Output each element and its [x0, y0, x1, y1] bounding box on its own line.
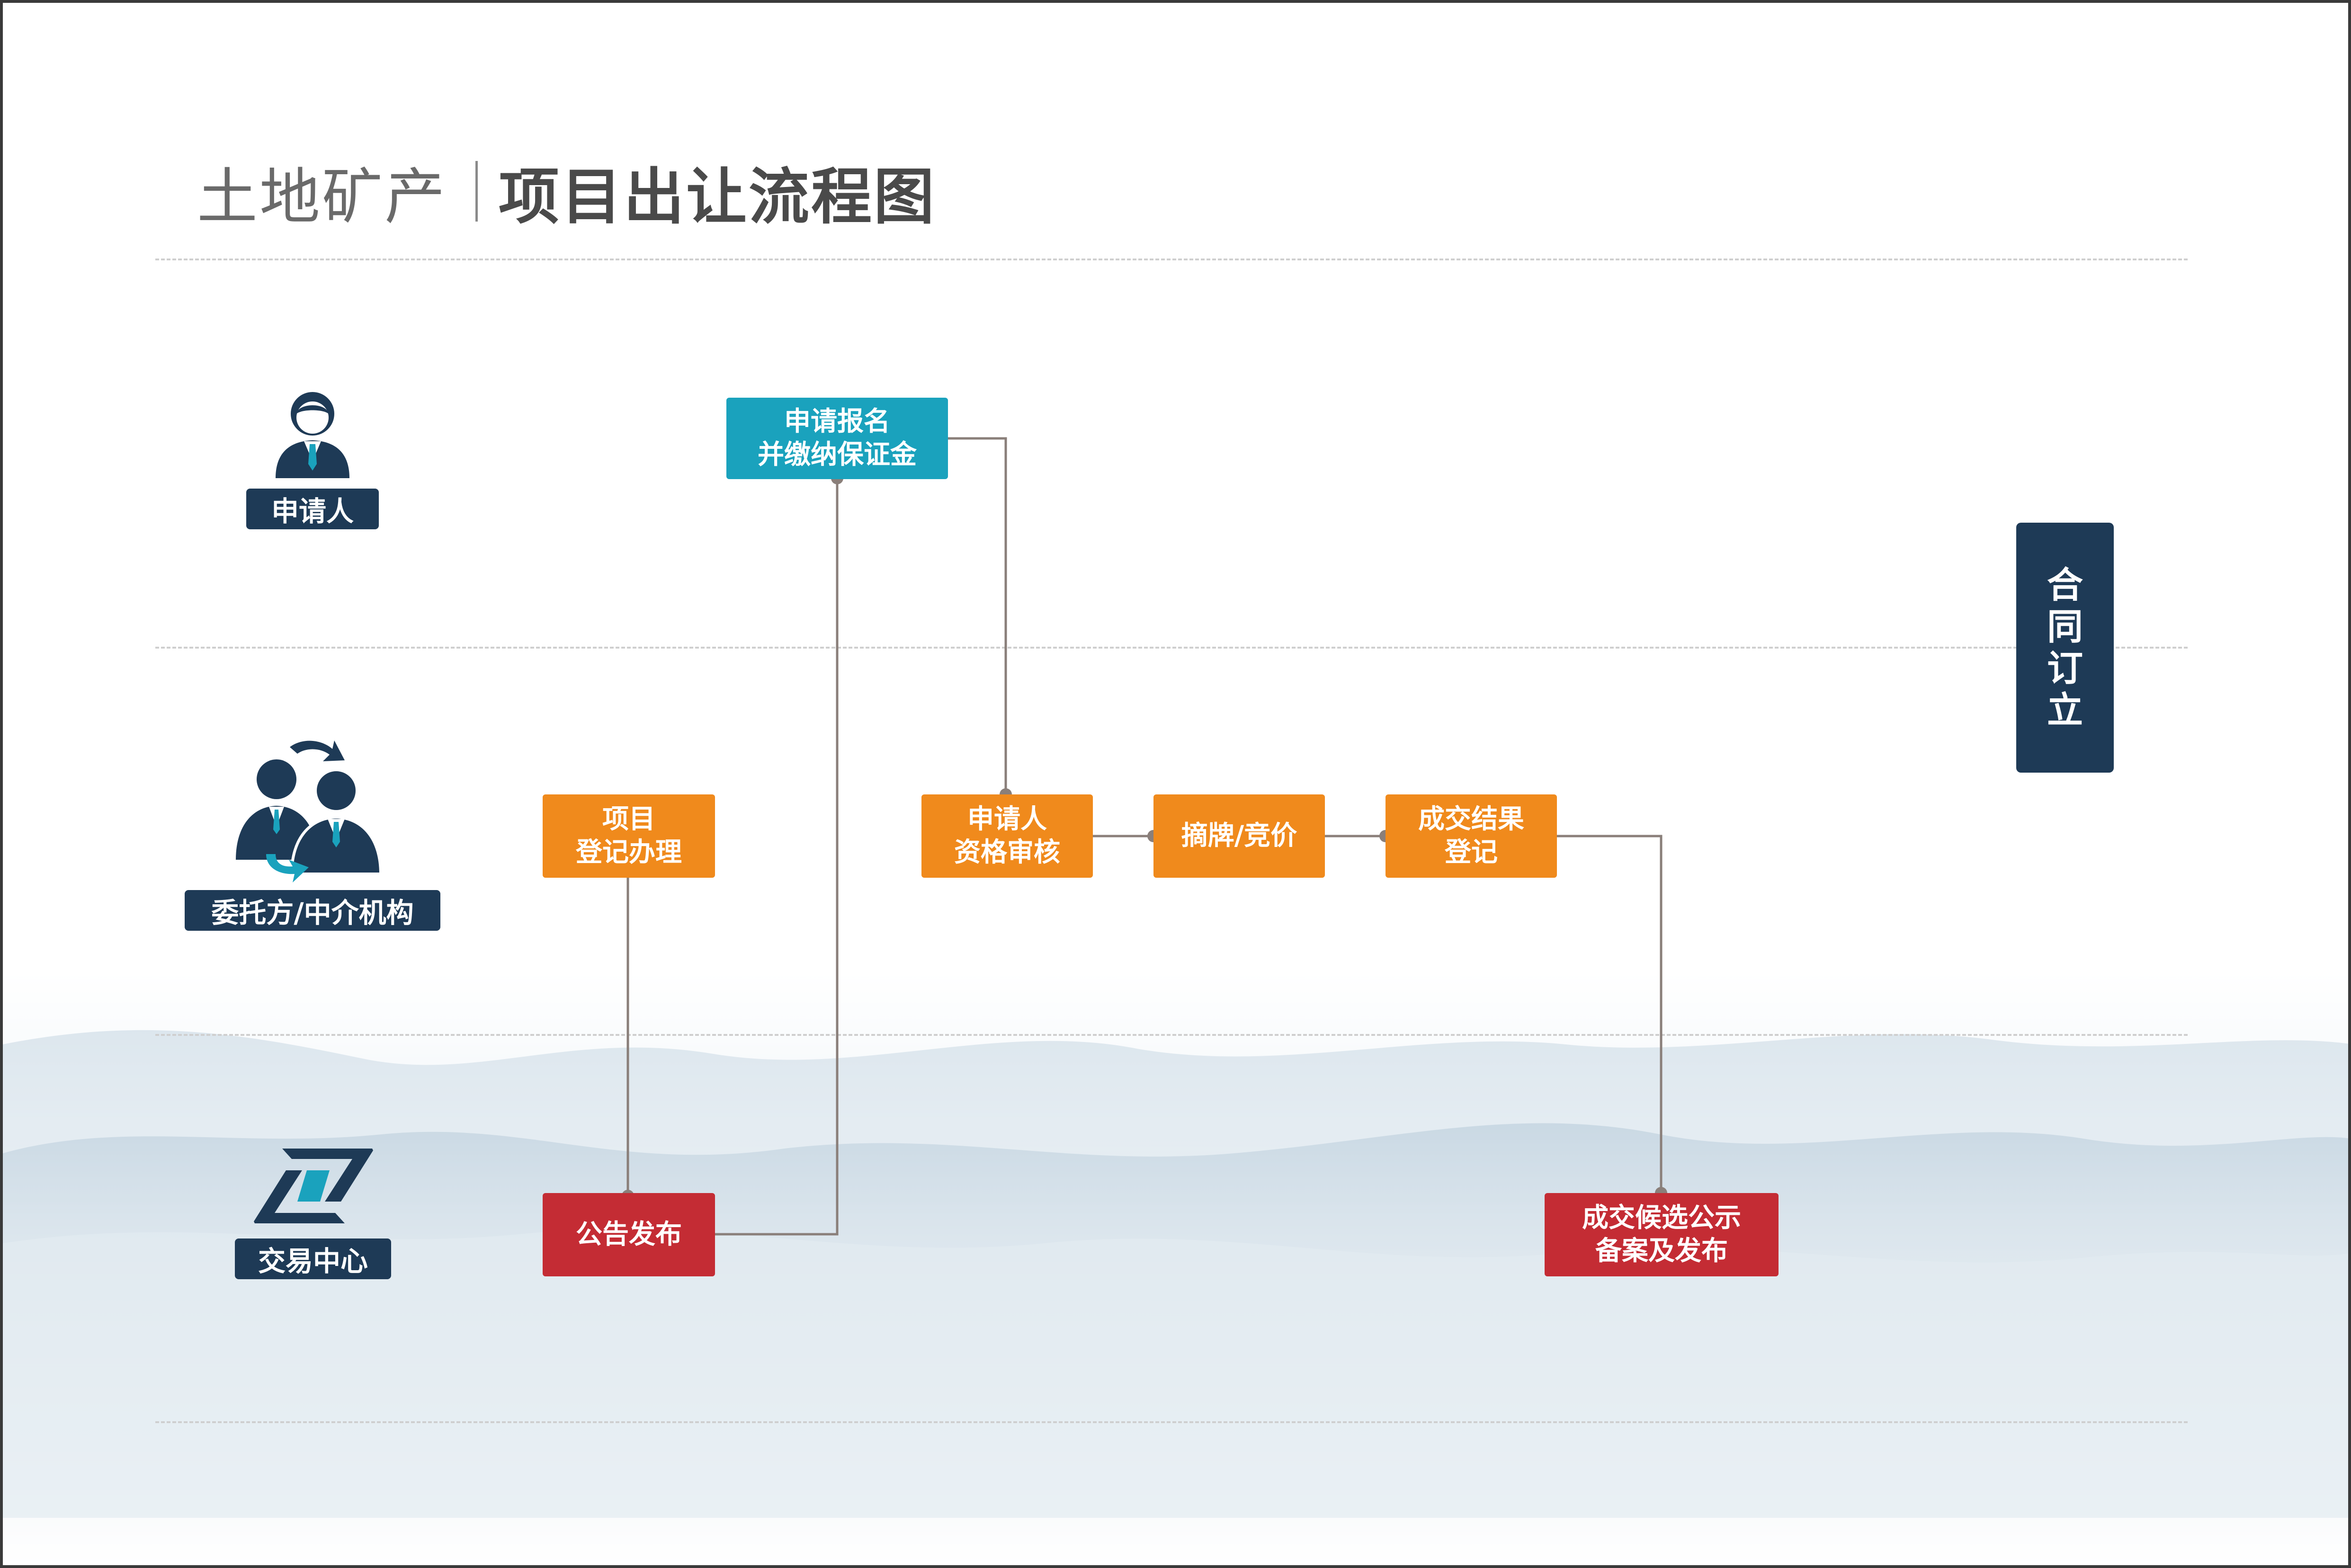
actor-label-trading-center: 交易中心 [235, 1238, 391, 1279]
lane-divider-agent [155, 1034, 2188, 1036]
contract-char: 合 [2047, 564, 2083, 606]
step-deal-registration: 成交结果 登记 [1386, 794, 1557, 878]
step-candidate-publicity: 成交候选公示 备案及发布 [1545, 1193, 1779, 1276]
step-register-line1: 项目 [602, 804, 655, 835]
lane-divider-applicant [155, 647, 2188, 649]
title-category: 土地矿产 [197, 161, 447, 232]
step-applicant-review: 申请人 资格审核 [921, 794, 1093, 878]
contract-char: 订 [2047, 647, 2083, 689]
step-deal-line1: 成交结果 [1418, 804, 1524, 835]
contract-char: 立 [2047, 689, 2083, 731]
step-review-line2: 资格审核 [954, 837, 1060, 868]
page-title: 土地矿产 项目出让流程图 [197, 153, 936, 232]
title-main: 项目出让流程图 [499, 161, 937, 232]
step-announce-line1: 公告发布 [576, 1219, 682, 1250]
contract-signing-box: 合 同 订 立 [2016, 523, 2114, 773]
step-bid-line1: 摘牌/竞价 [1181, 820, 1297, 851]
step-register-line2: 登记办理 [576, 837, 682, 868]
contract-char: 同 [2047, 606, 2083, 648]
actor-label-agent: 委托方/中介机构 [185, 890, 440, 931]
step-apply-and-deposit: 申请报名 并缴纳保证金 [726, 398, 948, 479]
step-announcement: 公告发布 [543, 1193, 715, 1276]
lane-divider-bottom [155, 1421, 2188, 1423]
title-separator [475, 161, 478, 222]
person-icon [276, 392, 349, 478]
step-apply-line2: 并缴纳保证金 [758, 439, 917, 470]
people-exchange-icon [236, 740, 383, 882]
lane-divider-top [155, 258, 2188, 260]
exchange-center-logo-icon [254, 1149, 373, 1223]
step-deal-line2: 登记 [1445, 837, 1498, 868]
step-publish-line2: 备案及发布 [1595, 1236, 1728, 1266]
step-bidding: 摘牌/竞价 [1153, 794, 1325, 878]
step-apply-line1: 申请报名 [784, 406, 890, 437]
step-project-registration: 项目 登记办理 [543, 794, 715, 878]
step-review-line1: 申请人 [967, 804, 1047, 835]
step-publish-line1: 成交候选公示 [1582, 1203, 1741, 1233]
actor-label-applicant: 申请人 [246, 489, 379, 529]
